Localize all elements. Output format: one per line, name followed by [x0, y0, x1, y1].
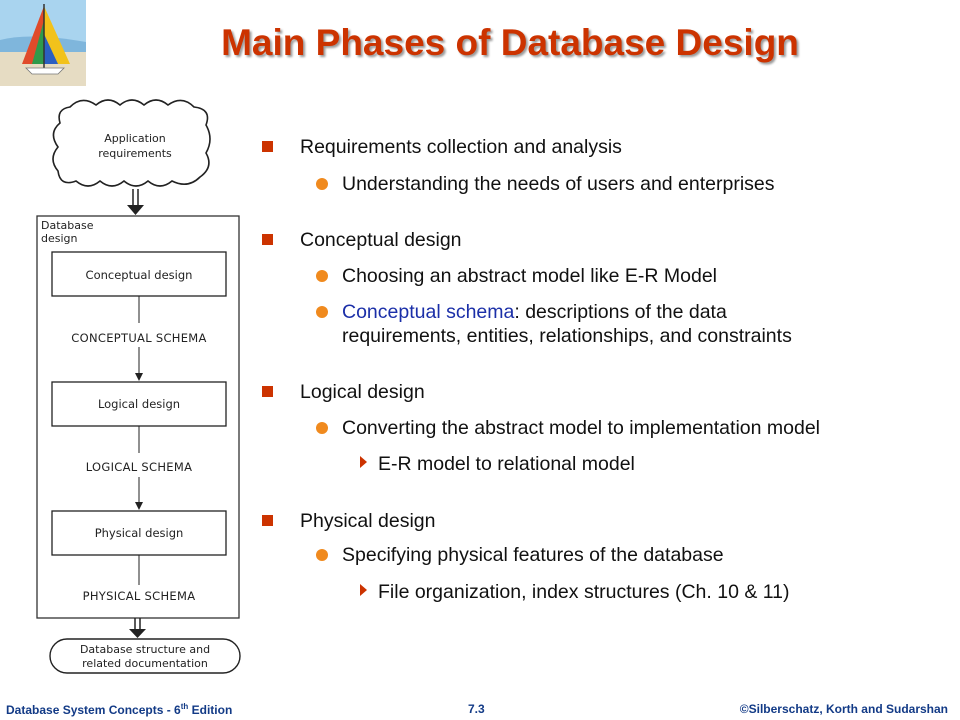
footer-page-number: 7.3: [468, 702, 485, 716]
sub-sub-bullet-text: E-R model to relational model: [378, 453, 635, 475]
footer-left-sup: th: [180, 702, 189, 711]
conceptual-design-box: [51, 251, 227, 297]
database-design-label-2: design: [41, 232, 78, 245]
slide-footer: Database System Concepts - 6th Edition 7…: [0, 700, 960, 720]
database-design-label-1: Database: [41, 219, 94, 232]
bullet-text: Logical design: [300, 381, 425, 403]
sub-bullet-text: Choosing an abstract model like E-R Mode…: [342, 265, 718, 287]
bullet-text: Requirements collection and analysis: [300, 136, 622, 158]
database-structure-box: [49, 638, 241, 674]
sub-bullet-text: Specifying physical features of the data…: [342, 544, 724, 566]
slide-title: Main Phases of Database Design: [221, 22, 799, 63]
physical-schema-label: PHYSICAL SCHEMA: [83, 589, 196, 603]
physical-design-box: [51, 510, 227, 556]
physical-design-label: Physical design: [95, 526, 184, 540]
conceptual-design-label: Conceptual design: [86, 268, 193, 282]
logical-design-box: [51, 381, 227, 427]
square-bullet-icon: [262, 515, 273, 526]
footer-left-text: Database System Concepts - 6: [6, 703, 181, 717]
sub-sub-bullet-text: File organization, index structures (Ch.…: [378, 581, 790, 603]
triangle-bullet-icon: [360, 584, 367, 596]
square-bullet-icon: [262, 234, 273, 245]
bullet-text: Physical design: [300, 510, 436, 532]
database-structure-line-2: related documentation: [82, 657, 208, 670]
database-design-box: [36, 215, 240, 619]
sailboat-logo: [0, 0, 86, 86]
sub-bullet-text-multiline: Conceptual schema: descriptions of the d…: [342, 300, 792, 348]
square-bullet-icon: [262, 141, 273, 152]
cloud-line-2: requirements: [98, 147, 172, 160]
round-bullet-icon: [316, 306, 328, 318]
triangle-bullet-icon: [360, 456, 367, 468]
conceptual-schema-label: CONCEPTUAL SCHEMA: [71, 331, 206, 345]
cloud-line-1: Application: [104, 132, 165, 145]
round-bullet-icon: [316, 422, 328, 434]
logical-design-label: Logical design: [98, 397, 180, 411]
footer-left-end: Edition: [188, 703, 233, 717]
sub-bullet-text: Understanding the needs of users and ent…: [342, 173, 775, 195]
database-design-diagram: Application requirements Database design…: [36, 99, 241, 674]
conceptual-schema-term: Conceptual schema: [342, 301, 515, 323]
round-bullet-icon: [316, 549, 328, 561]
logical-schema-label: LOGICAL SCHEMA: [86, 460, 193, 474]
round-bullet-icon: [316, 178, 328, 190]
conceptual-schema-desc-b: requirements, entities, relationships, a…: [342, 325, 792, 347]
application-requirements-cloud: [52, 99, 211, 187]
square-bullet-icon: [262, 386, 273, 397]
round-bullet-icon: [316, 270, 328, 282]
database-structure-line-1: Database structure and: [80, 643, 210, 656]
footer-right: ©Silberschatz, Korth and Sudarshan: [739, 702, 948, 716]
bullet-text: Conceptual design: [300, 229, 462, 251]
conceptual-schema-desc-a: : descriptions of the data: [514, 301, 727, 323]
sub-bullet-text: Converting the abstract model to impleme…: [342, 417, 820, 439]
footer-left: Database System Concepts - 6th Edition: [6, 702, 232, 717]
